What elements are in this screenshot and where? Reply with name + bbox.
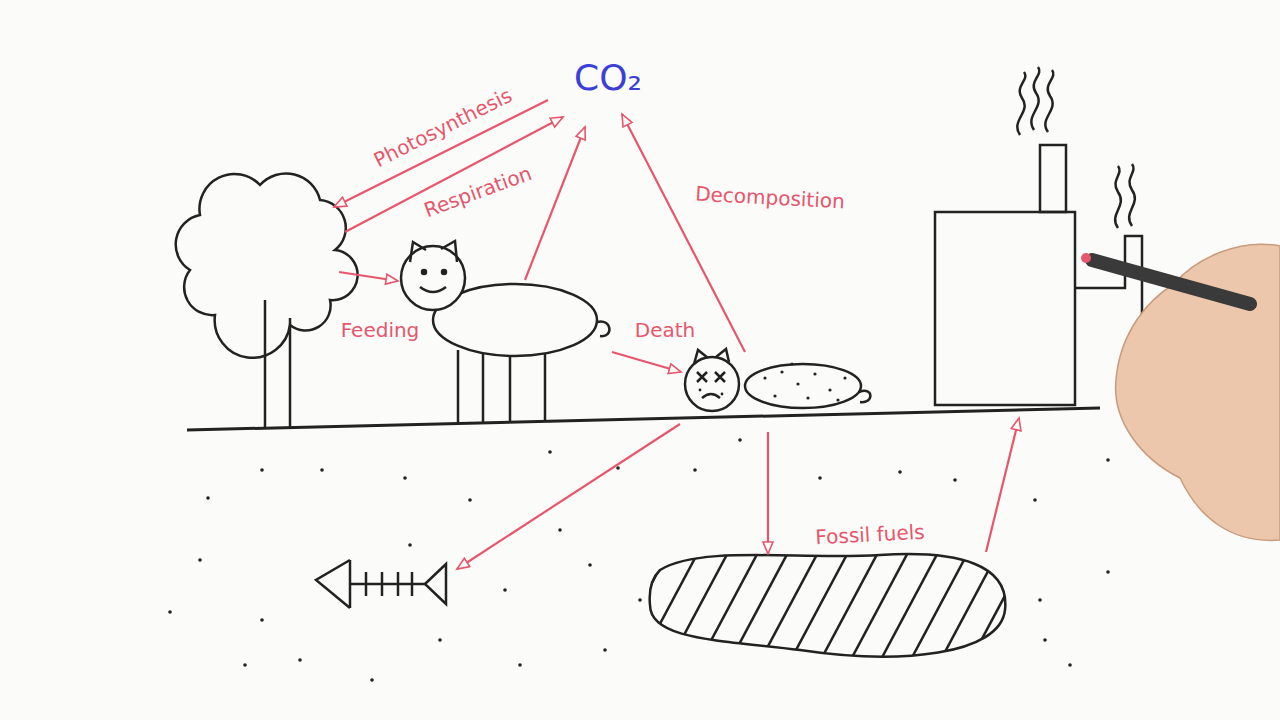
process-label: Respiration [419, 161, 537, 223]
dead-cat-figure [685, 349, 870, 411]
cat-figure [401, 241, 609, 423]
tree-figure [176, 173, 358, 428]
store-label: Fossil fuels [813, 521, 927, 550]
process-arrows [334, 100, 1019, 569]
process-label-anchor: Respiration [419, 161, 537, 223]
process-label-anchor: Death [633, 319, 697, 342]
process-label-anchor: Photosynthesis [368, 83, 517, 173]
fish-bone-figure [316, 560, 446, 608]
process-label-anchor: Decomposition [693, 182, 848, 213]
process-label: Photosynthesis [368, 83, 517, 173]
factory-figure [935, 67, 1142, 405]
process-label: Feeding [339, 319, 422, 342]
process-label: Decomposition [693, 182, 848, 213]
ground-line [187, 408, 1100, 430]
process-label-anchor: Feeding [339, 319, 422, 342]
fossil-fuel-deposit [600, 530, 1040, 680]
soil-dots [168, 438, 1110, 682]
gas-label: CO₂ [572, 57, 644, 98]
process-label: Death [633, 319, 697, 342]
gas-label-anchor: CO₂ [572, 57, 644, 98]
store-label-anchor: Fossil fuels [813, 521, 927, 550]
hand-with-marker [1081, 244, 1280, 540]
